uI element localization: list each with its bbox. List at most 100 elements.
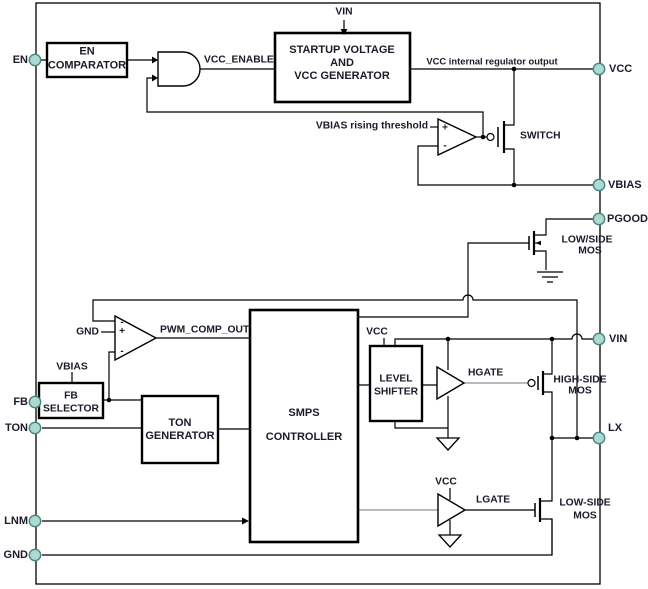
en-comparator-label-1: EN	[79, 46, 94, 58]
arrow-and-input2	[152, 74, 158, 82]
net-label-vcc-enable: VCC_ENABLE	[204, 55, 274, 66]
pin-label-pgood: PGOOD	[607, 213, 648, 225]
and-gate	[157, 51, 201, 87]
arrow-and-input1	[152, 56, 158, 64]
switch-gate-bubble	[486, 132, 495, 142]
net-label-vcc-ls: VCC	[366, 327, 388, 338]
net-label-hgate: HGATE	[468, 368, 503, 379]
net-label-gnd-input: GND	[76, 327, 99, 338]
ground-triangle-ldriver	[437, 534, 463, 548]
pin-label-en: EN	[13, 54, 28, 66]
pwm-comp-minus-top: -	[120, 317, 123, 328]
pwm-comp-plus: +	[119, 326, 125, 337]
ton-generator-label-1: TON	[168, 417, 191, 429]
vbias-comp-plus: +	[442, 123, 448, 134]
pin-label-ton: TON	[5, 422, 28, 434]
wire-and-feedback	[146, 77, 484, 137]
junction-vcc	[511, 66, 517, 72]
wire-switch-drain-source	[504, 69, 515, 185]
pgood-mos-label-1: LOW/SIDE	[562, 235, 613, 246]
wire-vbias-net	[417, 145, 593, 186]
mosfet-symbols	[486, 121, 545, 522]
startup-label-2: AND	[330, 57, 354, 69]
wire-pgood-gate	[358, 242, 529, 318]
pin-label-gnd: GND	[4, 549, 29, 561]
junction-comp-out	[480, 134, 486, 140]
junction-vin-driver	[445, 336, 451, 342]
net-label-switch: SWITCH	[520, 131, 561, 142]
wires	[41, 20, 593, 556]
fb-selector-block	[37, 381, 105, 420]
junction-vbias	[511, 182, 517, 188]
wire-ls2-source	[540, 518, 553, 555]
pin-pgood	[592, 212, 606, 226]
shapes	[37, 31, 478, 548]
fb-selector-label-1: FB	[64, 391, 78, 402]
pin-en	[28, 53, 42, 67]
lowside-mos-label-2: MOS	[573, 511, 597, 522]
startup-label-3: VCC GENERATOR	[294, 70, 390, 82]
startup-label-1: STARTUP VOLTAGE	[289, 44, 395, 56]
ton-generator-label-2: GENERATOR	[145, 430, 214, 442]
pin-lx	[592, 431, 606, 445]
pin-label-lnm: LNM	[4, 515, 28, 527]
pin-vbias	[592, 178, 606, 192]
wire-pgood-drain	[534, 218, 593, 236]
pwm-comp-minus-bottom: -	[120, 346, 123, 357]
pin-fb	[28, 395, 42, 409]
wire-fb-to-comparator	[108, 351, 115, 400]
fb-selector-label-2: SELECTOR	[43, 404, 99, 415]
junction-fb	[106, 397, 112, 403]
labels: EN FB TON LNM GND VCC VBIAS PGOOD VIN LX…	[4, 7, 648, 562]
wire-vin-net	[394, 333, 593, 346]
en-comparator-label-2: COMPARATOR	[48, 60, 126, 72]
level-shifter-block	[368, 344, 424, 423]
pin-label-lx: LX	[608, 422, 623, 434]
smps-controller-label-2: CONTROLLER	[266, 431, 342, 443]
arrow-lnm	[242, 517, 249, 525]
smps-controller-block	[248, 308, 360, 544]
pins	[28, 53, 606, 562]
net-label-vbias-rising: VBIAS rising threshold	[316, 121, 428, 132]
startup-vcc-generator-block	[273, 31, 412, 104]
net-label-lgate: LGATE	[476, 495, 510, 506]
pin-vin	[592, 332, 606, 346]
arrow-vin-top	[340, 29, 348, 35]
ton-generator-block	[140, 394, 220, 465]
vbias-comp-minus: -	[443, 141, 446, 152]
pgood-mos-label-2: MOS	[578, 246, 602, 257]
net-label-vcc-ldrv: VCC	[435, 477, 457, 488]
wire-hs-drain	[543, 339, 553, 375]
en-comparator-block	[45, 41, 129, 79]
pin-label-vbias: VBIAS	[608, 179, 642, 191]
chip-outline	[35, 2, 601, 585]
wire-hs-source	[543, 391, 553, 438]
pin-label-vcc: VCC	[609, 63, 632, 75]
wire-pgood-source	[534, 250, 547, 270]
wire-ls-bottom-gnd	[394, 421, 448, 429]
junctions-arrows	[106, 29, 580, 525]
highside-mos-label-1: HIGH-SIDE	[553, 375, 606, 386]
lowside-mos-label-1: LOW-SIDE	[559, 498, 610, 509]
net-label-vcc-internal: VCC internal regulator output	[426, 56, 557, 67]
arrow-pgood-body	[535, 240, 541, 246]
net-label-vin-top: VIN	[335, 7, 352, 18]
highside-mos-label-2: MOS	[568, 386, 592, 397]
junction-lx-feedback	[574, 435, 580, 441]
wire-ls2-drain	[540, 438, 553, 502]
junction-vin-hsdrain	[549, 336, 555, 342]
ground-bars-pgood	[537, 271, 563, 283]
vbias-comparator	[437, 117, 478, 157]
pin-label-vin: VIN	[609, 333, 627, 345]
pin-vcc	[592, 62, 606, 76]
ground-triangle-hdriver	[435, 437, 461, 451]
pwm-comparator	[114, 314, 158, 362]
junction-lx-mos	[549, 435, 555, 441]
level-shifter-label-1: LEVEL	[379, 374, 412, 385]
hgate-driver	[436, 365, 466, 401]
net-label-vbias-fb: VBIAS	[56, 362, 88, 373]
pin-gnd	[28, 548, 42, 562]
wire-feedback-loop	[92, 294, 578, 438]
